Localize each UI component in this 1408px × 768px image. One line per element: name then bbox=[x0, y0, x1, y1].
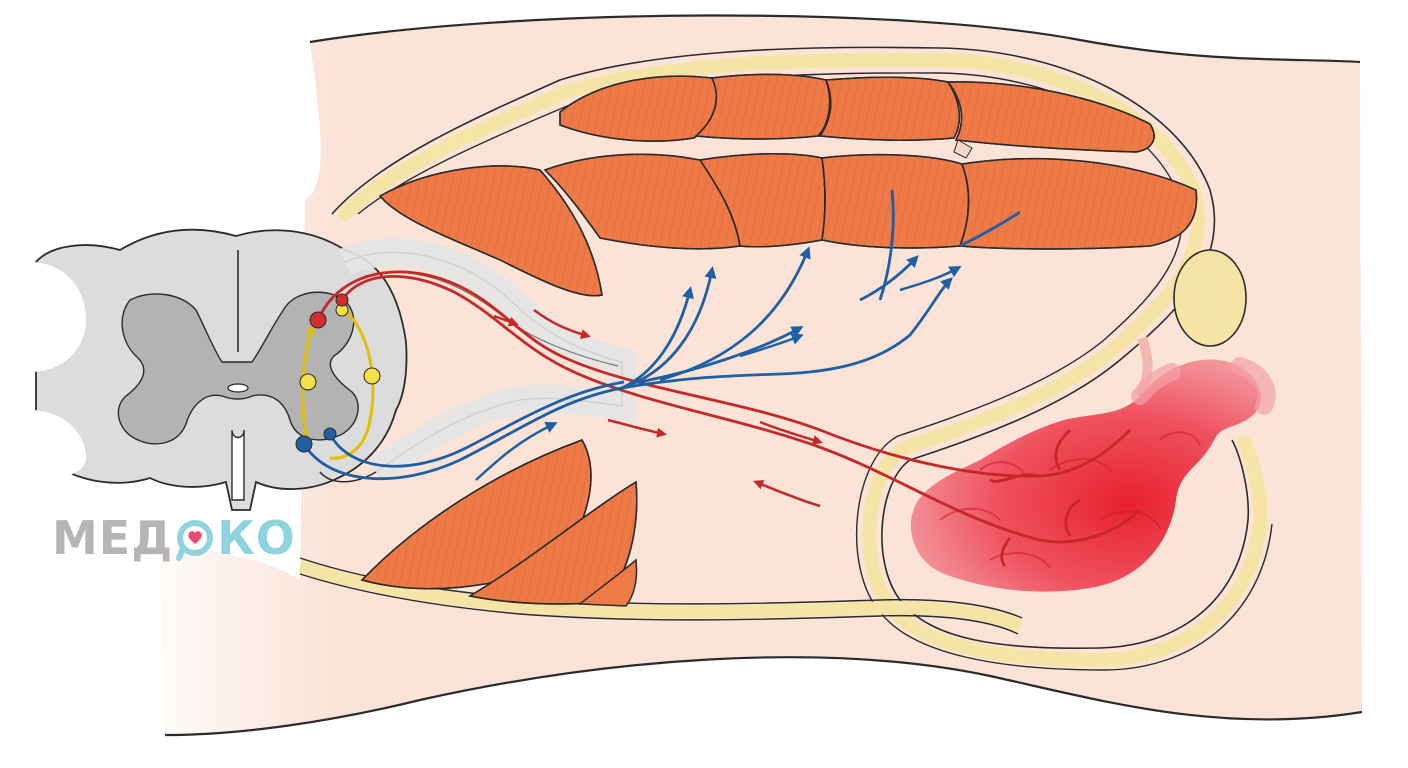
efferent-neuron-body bbox=[295, 435, 313, 453]
signal-arrows bbox=[475, 266, 962, 508]
muscle-group-upper bbox=[559, 73, 1155, 153]
lymph-node bbox=[1173, 249, 1247, 347]
skin-outline-bottom bbox=[164, 656, 1363, 737]
efferent-nerve bbox=[302, 189, 1021, 481]
muscle-group-middle bbox=[378, 139, 1198, 297]
gray-matter bbox=[117, 291, 359, 445]
fascia-bottom bbox=[298, 559, 1023, 632]
brand-logo: МЕД КО bbox=[52, 508, 296, 568]
afferent-neuron-body bbox=[309, 311, 327, 329]
intestine-organ bbox=[910, 357, 1276, 592]
afferent-nerve bbox=[316, 270, 1141, 567]
logo-text-part-a: МЕД bbox=[52, 511, 174, 565]
logo-text-part-b: КО bbox=[217, 511, 296, 565]
fascia-top bbox=[331, 46, 1250, 650]
skin-outline-top bbox=[309, 14, 1361, 64]
logo-heart-o-icon bbox=[175, 518, 215, 561]
muscle-group-lower bbox=[360, 439, 638, 607]
